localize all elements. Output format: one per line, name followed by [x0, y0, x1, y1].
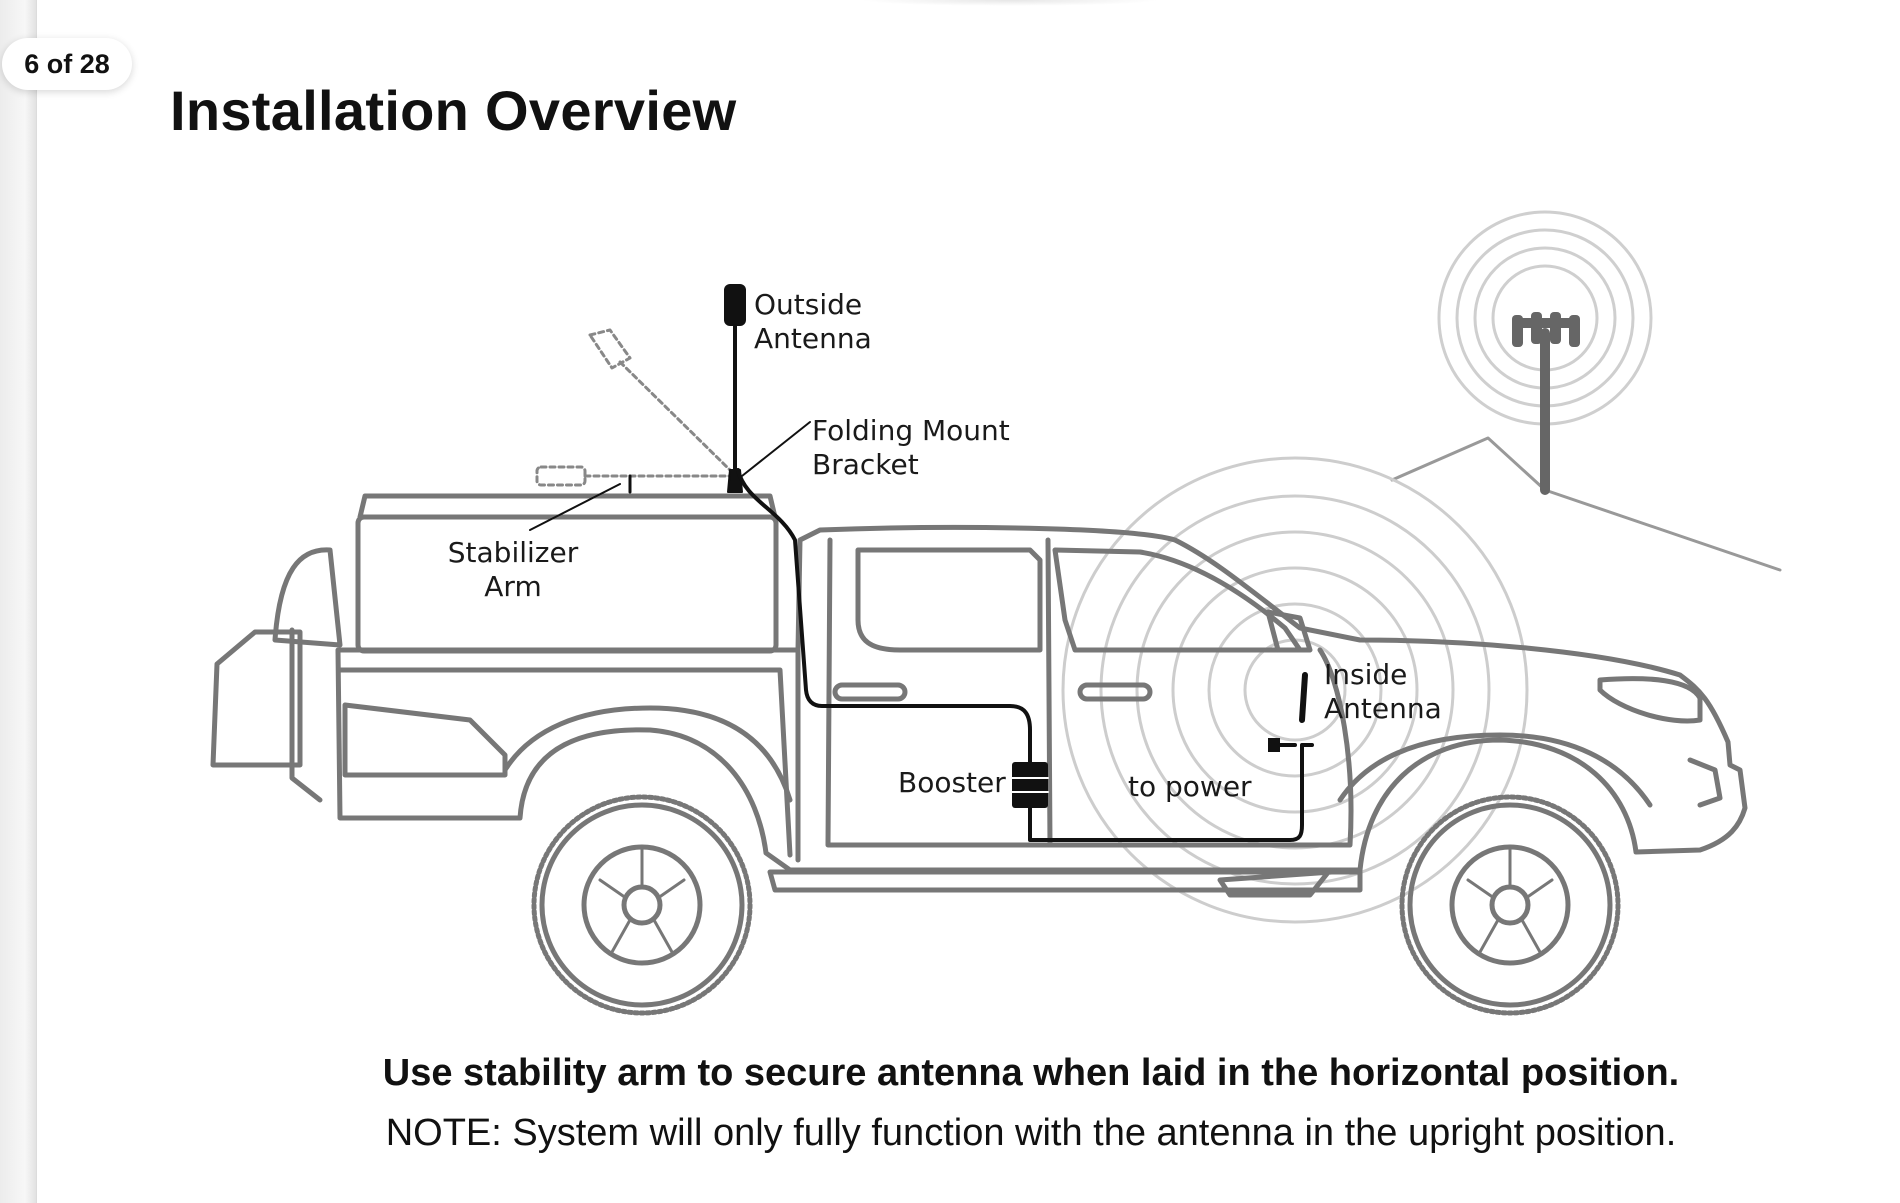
label-stabilizer-arm-line2: Arm — [484, 570, 541, 603]
booster-icon — [1012, 762, 1048, 808]
label-folding-mount-line1: Folding Mount — [812, 414, 1010, 447]
label-inside-antenna-line1: Inside — [1324, 658, 1407, 691]
stabilizer-leader-line — [530, 484, 620, 530]
rear-wheel — [534, 797, 750, 1013]
folded-antenna-positions — [537, 330, 735, 485]
inside-antenna-icon — [1302, 675, 1305, 720]
bracket-leader-line — [742, 422, 810, 476]
rear-tailgate-outline — [213, 632, 300, 765]
inside-signal-waves — [1063, 458, 1527, 922]
camper-shell — [358, 496, 776, 651]
label-outside-antenna-line2: Antenna — [754, 322, 872, 355]
outside-antenna-icon — [724, 284, 746, 492]
label-booster: Booster — [898, 766, 1006, 799]
front-wheel — [1402, 797, 1618, 1013]
label-folding-mount-line2: Bracket — [812, 448, 919, 481]
note-text: NOTE: System will only fully function wi… — [0, 1112, 1900, 1155]
label-to-power: to power — [1128, 770, 1252, 803]
label-stabilizer-arm-line1: Stabilizer — [448, 536, 579, 569]
label-outside-antenna-line1: Outside — [754, 288, 862, 321]
label-inside-antenna-line2: Antenna — [1324, 692, 1442, 725]
instruction-text: Use stability arm to secure antenna when… — [0, 1052, 1900, 1095]
